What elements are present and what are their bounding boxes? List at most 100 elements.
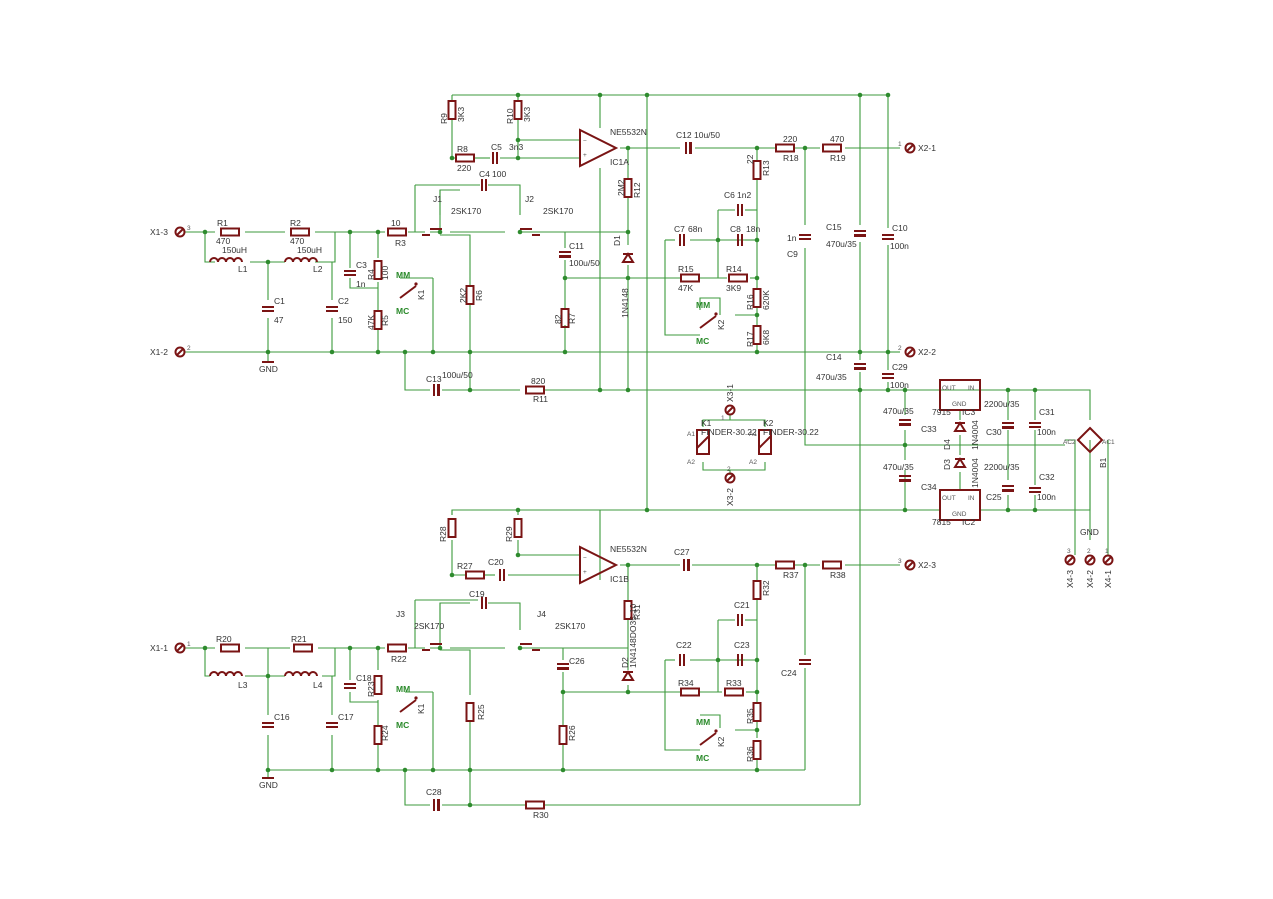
regulator-ic3 [939,379,981,411]
wire [1065,439,1076,555]
connector-slash [176,348,184,356]
resistor-id: R24 [380,725,390,741]
svg-text:−: − [583,555,587,562]
junction-dot [644,92,650,98]
junction-dot [515,507,521,513]
resistor-id: R35 [745,708,755,724]
inductor-l3 [209,671,243,677]
jfet-id: J1 [433,194,442,204]
wire [488,184,521,215]
capacitor-id: C7 [674,224,685,234]
junction-dot [644,507,650,513]
connector-x2-2 [904,346,916,358]
junction-dot [715,657,721,663]
capacitor-value: 10u/50 [694,130,720,140]
junction-dot [1005,507,1011,513]
junction-dot [625,387,631,393]
resistor-id: R34 [678,678,694,688]
capacitor-id: C6 [724,190,735,200]
capacitor-value: 470u/35 [883,462,914,472]
junction-dot [1032,387,1038,393]
resistor-r20 [220,643,240,653]
junction-dot [754,237,760,243]
resistor-r15 [680,273,700,283]
wire [404,770,430,806]
resistor-r13 [752,160,762,180]
switch-mm-label: MM [696,717,710,727]
jfet-j4 [520,643,540,651]
connector-slash [726,474,734,482]
junction-dot [625,689,631,695]
jfet-value: 2SK170 [414,621,445,631]
regulator-out: OUT [942,495,956,502]
inductor-value: 150uH [297,245,322,255]
capacitor-c13 [433,384,440,396]
capacitor-c34 [899,475,911,482]
resistor-id: R25 [476,704,486,720]
regulator-gnd: GND [952,401,967,408]
regulator-id: IC3 [962,407,976,417]
capacitor-c30 [1002,422,1014,429]
capacitor-id: C5 [491,142,502,152]
junction-dot [857,387,863,393]
diode [621,252,635,263]
resistor-r25 [465,702,475,722]
junction-dot [754,689,760,695]
resistor-id: R13 [761,160,771,176]
capacitor-c9 [799,234,811,240]
resistor-value: 100 [380,266,390,280]
resistor-r6 [465,285,475,305]
wire [315,232,336,263]
diode-value: 1N4148DO35-10 [628,603,638,668]
regulator-out: OUT [942,385,956,392]
capacitor-c14 [854,363,866,370]
capacitor-id: C13 [426,374,442,384]
connector-pin: 3 [898,558,902,565]
connector-pin: 2 [1087,548,1091,555]
jfet-value: 2SK170 [555,621,586,631]
resistor-r37 [775,560,795,570]
resistor-value: 82 [553,314,563,324]
capacitor-c7 [679,234,685,246]
resistor-id: R18 [783,153,799,163]
capacitor-id: C23 [734,640,750,650]
opamp-id: IC1B [610,574,629,584]
resistor-r24 [373,725,383,745]
regulator-gnd: GND [952,511,967,518]
capacitor-value: 3n3 [509,142,523,152]
jfet-id: J3 [396,609,405,619]
diode [621,670,635,681]
junction-dot [347,229,353,235]
capacitor-id: C10 [892,223,908,233]
junction-dot [449,155,455,161]
capacitor-value: 68n [688,224,702,234]
resistor-r8 [455,153,475,163]
junction-dot [517,229,523,235]
resistor-value: 220 [457,163,471,173]
junction-dot [857,92,863,98]
connector-id: X1-3 [150,227,168,237]
resistor-id: R32 [761,580,771,596]
resistor-id: R17 [745,331,755,347]
connector-pin: 1 [1105,548,1109,555]
resistor-id: R23 [366,681,376,697]
junction-dot [885,92,891,98]
resistor-id: R11 [533,394,548,404]
capacitor-c18 [344,683,356,689]
connector-x4-2 [1084,554,1096,566]
wire [349,692,378,703]
jfet-id: J4 [537,609,546,619]
inductor-id: L2 [313,264,323,274]
svg-text:+: + [583,569,587,576]
relay-a1: A1 [687,431,695,438]
connector-id: X3-1 [725,384,735,402]
connector-id: X2-1 [918,143,936,153]
junction-dot [754,275,760,281]
junction-dot [802,145,808,151]
opamp-ic1b: −+ [579,545,619,585]
capacitor-id: C27 [674,547,690,557]
capacitor-id: C19 [469,589,485,599]
inductor-l1 [209,257,243,263]
